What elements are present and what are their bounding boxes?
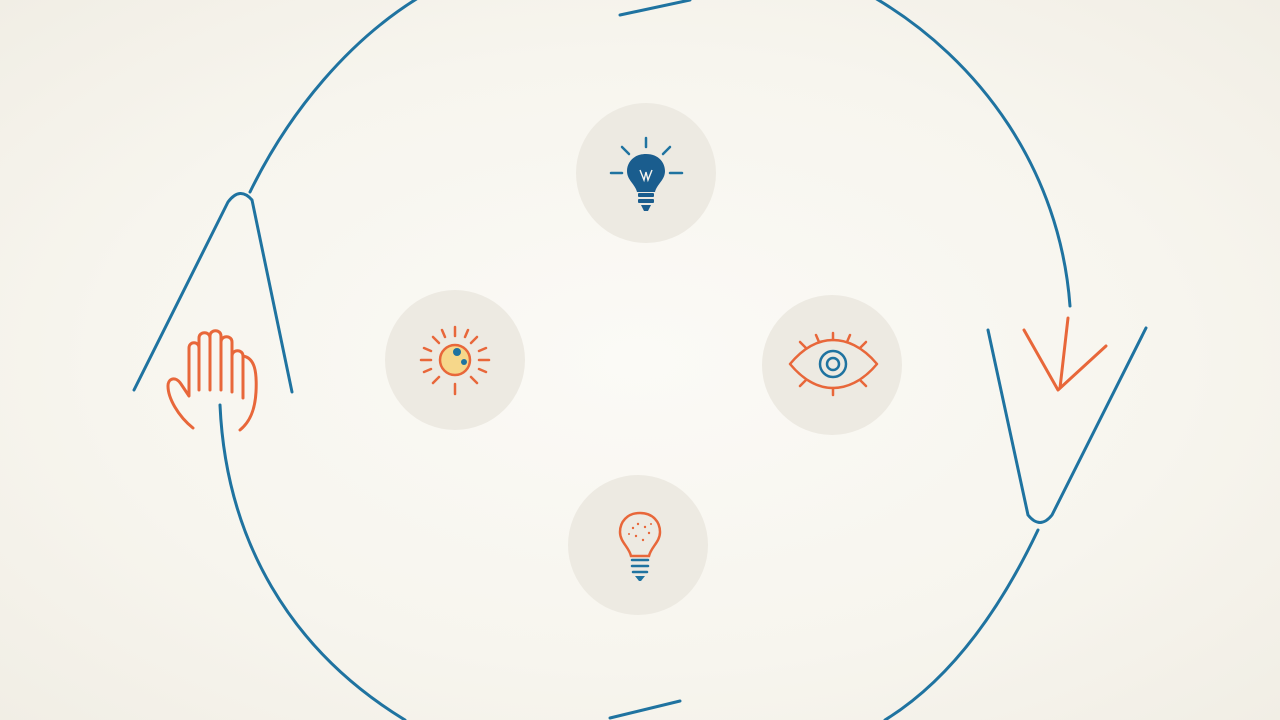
- cycle-loop: [132, 0, 1148, 720]
- bottom-node-circle: [568, 475, 708, 615]
- top-node: [576, 103, 716, 243]
- right-node-circle: [762, 295, 902, 435]
- lightbulb-filled-icon: [609, 136, 684, 211]
- cycle-arc-top-left: [248, 0, 418, 194]
- left-node: [385, 290, 525, 430]
- sun-icon: [419, 325, 491, 396]
- right-node: [762, 295, 902, 435]
- hand-icon: [166, 329, 258, 432]
- bottom-node: [568, 475, 708, 615]
- cycle-top-stroke: [618, 0, 692, 17]
- cycle-arc-bottom-right: [883, 528, 1040, 720]
- lightbulb-outline-icon: [618, 511, 662, 581]
- cycle-right-notch: [986, 326, 1148, 524]
- down-arrow-icon: [1022, 316, 1108, 392]
- cycle-arc-bottom-left: [218, 403, 407, 720]
- cycle-bottom-stroke: [608, 699, 682, 720]
- cycle-arc-top-right: [875, 0, 1072, 308]
- cycle-left-notch: [132, 192, 294, 394]
- eye-icon: [788, 331, 879, 397]
